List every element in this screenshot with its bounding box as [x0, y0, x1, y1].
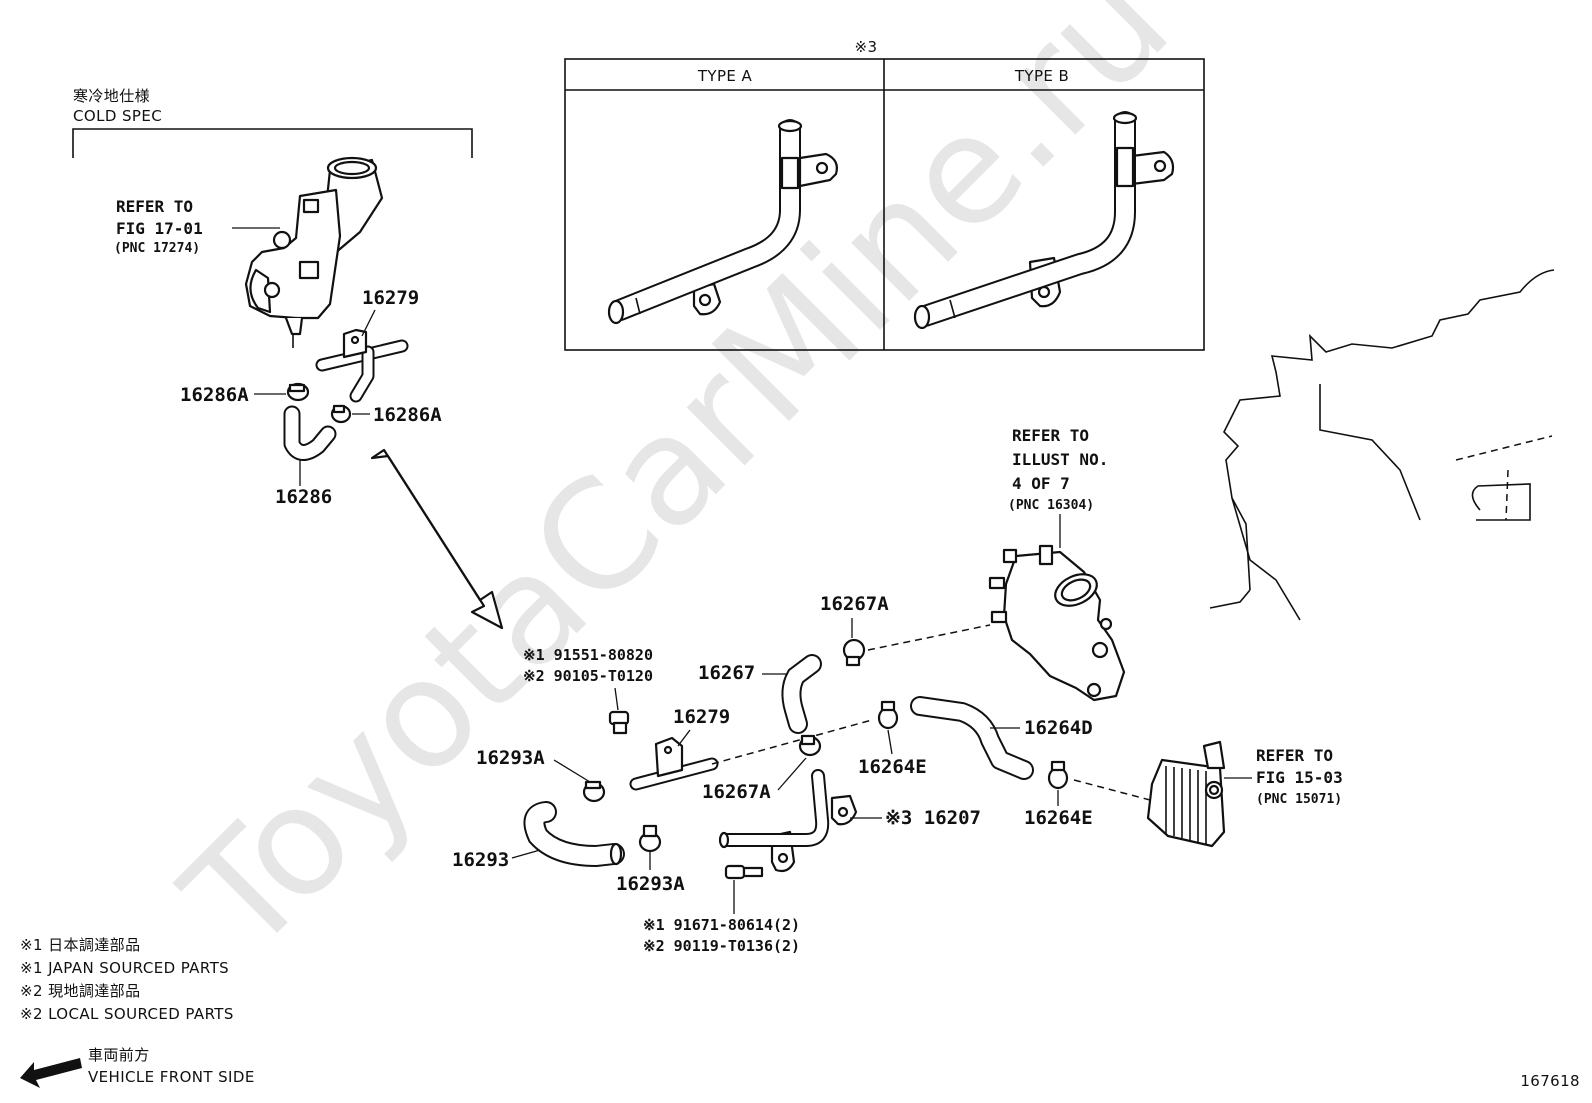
part-label-16293a-top: 16293A: [476, 747, 545, 769]
part-label-16267: 16267: [698, 662, 755, 684]
legend-line-3: ※2 現地調達部品: [20, 982, 140, 1000]
ref-fig15-line2: FIG 15-03: [1256, 768, 1343, 787]
part-label-16264e-left: 16264E: [858, 756, 927, 778]
bolt-top-label-1: ※1 91551-80820: [523, 646, 653, 664]
ref-illust-line1: REFER TO: [1012, 426, 1089, 445]
part-label-16286a-right: 16286A: [373, 404, 442, 426]
hose-16264d: [910, 696, 1034, 780]
ref-fig17-line3: (PNC 17274): [114, 241, 200, 256]
vehicle-front-en: VEHICLE FRONT SIDE: [88, 1068, 255, 1086]
hose-16293: [523, 801, 625, 868]
pipe-16279-middle: [629, 736, 719, 791]
part-label-16207: ※3 16207: [885, 807, 981, 829]
part-label-16279-top: 16279: [362, 287, 419, 309]
engine-outline: [1209, 269, 1555, 621]
oil-cooler: [1146, 740, 1226, 848]
cold-spec-en: COLD SPEC: [73, 107, 162, 125]
part-label-16267a-top: 16267A: [820, 593, 889, 615]
part-label-16264e-right: 16264E: [1024, 807, 1093, 829]
part-label-16286a-left: 16286A: [180, 384, 249, 406]
bolt-top-label-2: ※2 90105-T0120: [523, 667, 653, 685]
type-a-header: TYPE A: [697, 67, 753, 85]
cold-spec-bracket: [72, 128, 473, 158]
water-inlet-housing: [988, 544, 1126, 702]
ref-fig17-line2: FIG 17-01: [116, 219, 203, 238]
pipe-type-a: [607, 119, 838, 325]
figure-number: 167618: [1520, 1072, 1580, 1090]
part-label-16293a-bottom: 16293A: [616, 873, 685, 895]
hose-16286: [283, 405, 337, 461]
part-label-16279-mid: 16279: [673, 706, 730, 728]
vehicle-front-arrow-icon: [20, 1058, 82, 1088]
type-b-header: TYPE B: [1014, 67, 1069, 85]
hose-16267: [781, 654, 822, 734]
pipe-16207: [718, 769, 858, 873]
vehicle-front-jp: 車両前方: [88, 1046, 150, 1064]
water-outlet-housing: [244, 156, 384, 348]
clamp-16264e-right: [1047, 760, 1069, 790]
clamp-16293a-bottom: [638, 824, 662, 853]
ref-illust-line2: ILLUST NO.: [1012, 450, 1108, 469]
ref-illust-line4: (PNC 16304): [1008, 498, 1094, 513]
pipe-type-b: [913, 111, 1175, 330]
legend-line-1: ※1 日本調達部品: [20, 936, 140, 954]
part-label-16293: 16293: [452, 849, 509, 871]
ref-illust-line3: 4 OF 7: [1012, 474, 1070, 493]
direction-arrow: [370, 448, 504, 630]
ref-fig17-line1: REFER TO: [116, 197, 193, 216]
ref-fig15-line1: REFER TO: [1256, 746, 1333, 765]
clamp-16286a-right: [330, 404, 352, 424]
bolt-bottom-label-2: ※2 90119-T0136(2): [643, 937, 800, 955]
clamp-16267a-bottom: [798, 734, 822, 757]
ref-fig15-line3: (PNC 15071): [1256, 792, 1342, 807]
part-label-16286: 16286: [275, 486, 332, 508]
cold-spec-jp: 寒冷地仕様: [73, 87, 150, 105]
clamp-16264e-left: [877, 700, 899, 730]
bolt-91671: [724, 864, 764, 880]
pipe-16279-upper: [315, 328, 409, 403]
legend-line-4: ※2 LOCAL SOURCED PARTS: [20, 1005, 234, 1023]
bolt-bottom-label-1: ※1 91671-80614(2): [643, 916, 800, 934]
bolt-91551: [608, 710, 630, 735]
part-label-16264d: 16264D: [1024, 717, 1093, 739]
part-label-16267a-bottom: 16267A: [702, 781, 771, 803]
clamp-16293a-top: [582, 780, 606, 803]
clamp-16286a-left: [286, 382, 310, 402]
clamp-16267a-top: [842, 638, 866, 667]
type-table-marker: ※3: [855, 38, 878, 56]
legend-line-2: ※1 JAPAN SOURCED PARTS: [20, 959, 229, 977]
